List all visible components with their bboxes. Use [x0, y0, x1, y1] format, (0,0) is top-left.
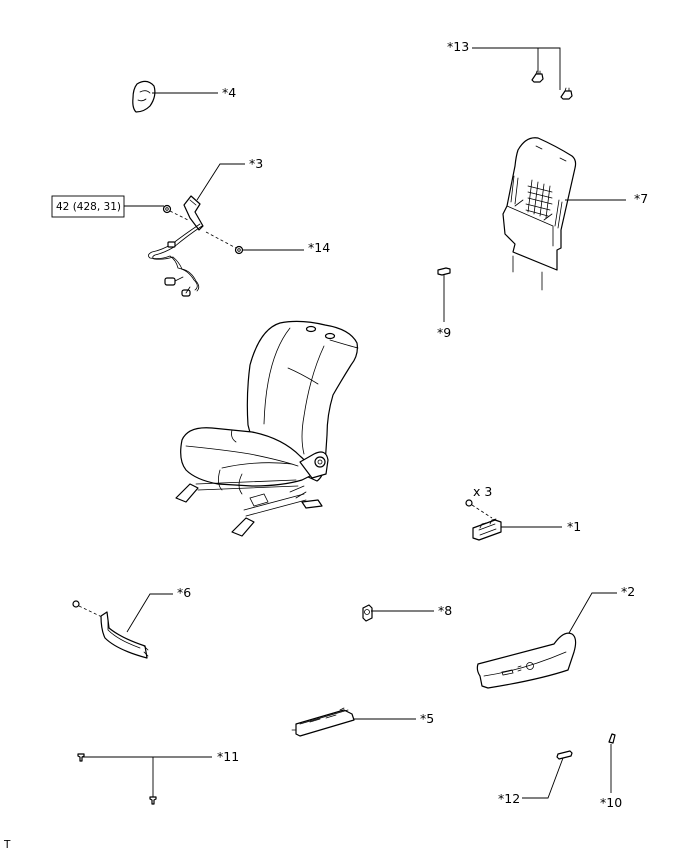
torque-spec-box [51, 195, 125, 218]
label-9: *9 [437, 325, 451, 340]
part-12-pin [556, 750, 573, 760]
screw-6 [72, 600, 80, 608]
leader-3 [196, 163, 245, 201]
screw-x3 [465, 499, 473, 507]
leader-2 [568, 592, 617, 634]
label-7: *7 [634, 191, 648, 206]
label-10: *10 [600, 795, 622, 810]
part-11-clips [77, 753, 157, 805]
part-14-nut [234, 245, 244, 255]
part-8-knob [362, 604, 373, 622]
seat-assembly [175, 320, 359, 537]
label-4: *4 [222, 85, 236, 100]
part-9-clip [437, 267, 451, 276]
part-6-cover [100, 611, 149, 659]
label-8: *8 [438, 603, 452, 618]
part-2-shield [476, 632, 577, 689]
label-6: *6 [177, 585, 191, 600]
part-5-bracket [291, 707, 355, 737]
label-13: *13 [447, 39, 469, 54]
label-2: *2 [621, 584, 635, 599]
label-14: *14 [308, 240, 330, 255]
label-12: *12 [498, 791, 520, 806]
part-7-seatback-panel [502, 137, 577, 291]
label-3: *3 [249, 156, 263, 171]
label-11: *11 [217, 749, 239, 764]
leader-13 [472, 47, 561, 90]
part-4-cover [132, 80, 156, 113]
label-5: *5 [420, 711, 434, 726]
torque-bolt [162, 204, 172, 214]
corner-mark: T [3, 839, 11, 851]
part-13-clips [531, 70, 573, 100]
part-10-cap [608, 733, 616, 744]
label-1: *1 [567, 519, 581, 534]
torque-spec: 42 (428, 31) [56, 201, 121, 213]
leader-12 [522, 757, 564, 799]
quantity-note: x 3 [473, 484, 492, 499]
part-1-switch [472, 518, 502, 541]
part-3-seatbelt-buckle [148, 195, 204, 297]
leader-6 [126, 593, 173, 633]
